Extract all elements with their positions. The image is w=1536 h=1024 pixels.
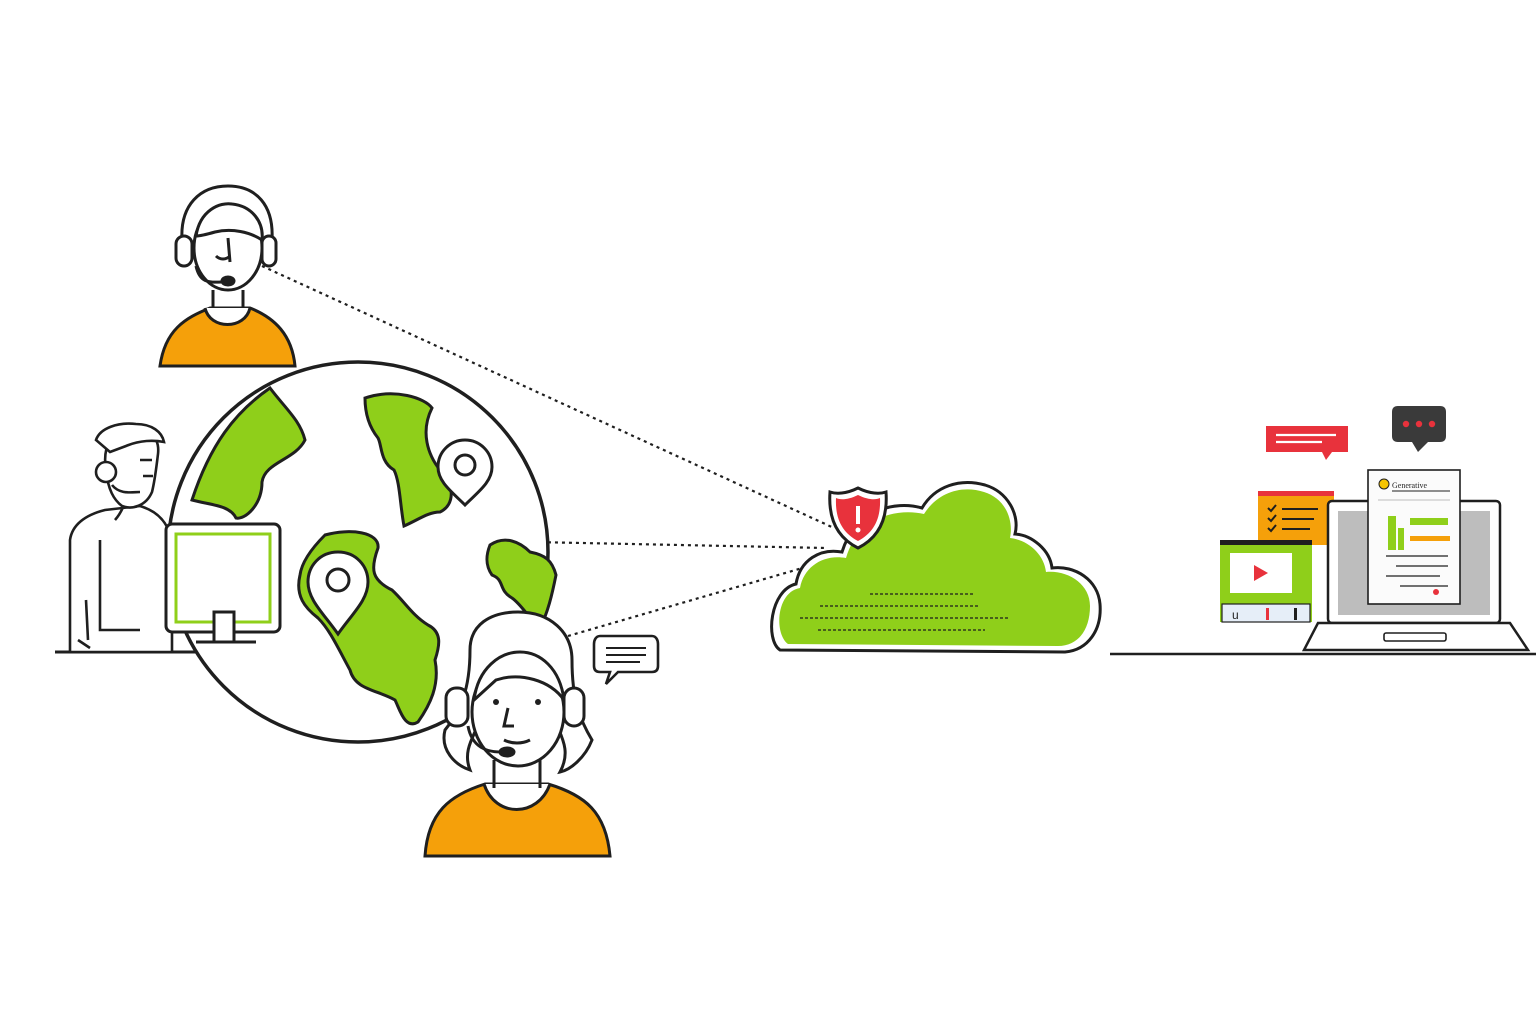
speech-bubble-icon [592,634,660,685]
video-card-icon: u [1220,540,1312,623]
location-pin-icon [306,550,370,637]
security-shield-icon [828,486,888,550]
checklist-card-icon [1258,491,1334,545]
chat-bubble-icon [1392,406,1446,452]
headset-agent-desk [68,422,174,654]
continent-europe [363,392,453,529]
continent-north-america [190,385,307,520]
connection-line-globe [337,536,827,550]
headset-agent-front [423,610,612,858]
headset-agent-top [158,184,297,368]
document-heading: Generative [1392,481,1428,490]
connection-lines [261,264,835,638]
document-icon: Generative [1367,469,1461,605]
cloud-icon [770,481,1102,654]
video-card-controls: u [1232,608,1239,622]
cloud-text-lines [800,593,1008,631]
location-pin-icon [436,438,494,508]
desk-monitor-icon [164,522,282,644]
alert-bubble-icon [1266,426,1348,460]
